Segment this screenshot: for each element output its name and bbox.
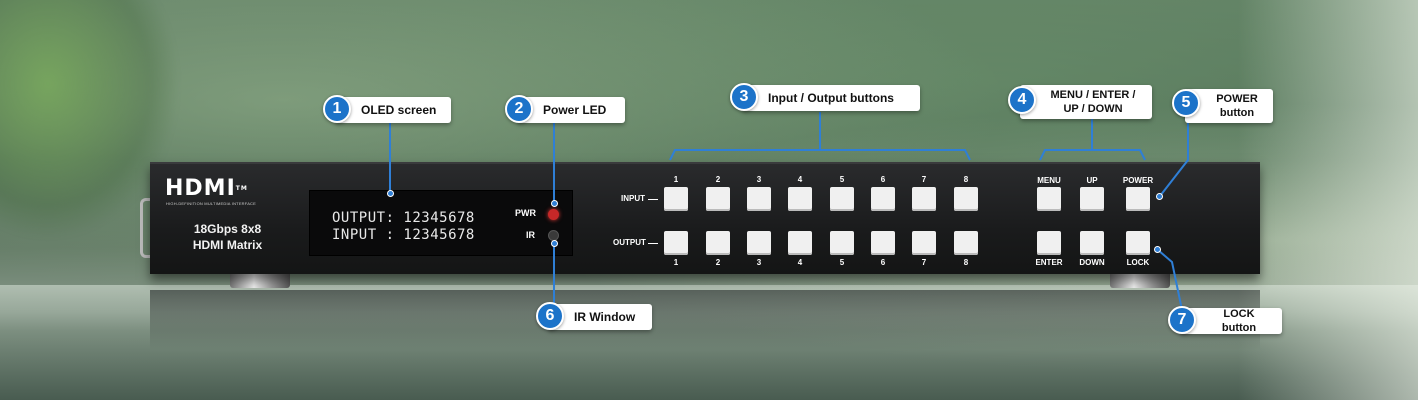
- window-light: [1238, 0, 1418, 400]
- input-number-7: 7: [921, 175, 927, 184]
- callout-badge-6: 6: [536, 302, 564, 330]
- output-button-8[interactable]: [954, 231, 978, 255]
- output-button-7[interactable]: [912, 231, 936, 255]
- callout-io-buttons: Input / Output buttons: [742, 85, 920, 111]
- callout-badge-4: 4: [1008, 86, 1036, 114]
- input-number-1: 1: [673, 175, 679, 184]
- input-number-2: 2: [715, 175, 721, 184]
- input-number-3: 3: [756, 175, 762, 184]
- output-number-8: 8: [963, 258, 969, 267]
- input-number-4: 4: [797, 175, 803, 184]
- input-row-label: INPUT: [621, 194, 645, 203]
- model-name: 18Gbps 8x8 HDMI Matrix: [192, 222, 263, 252]
- enter-label: ENTER: [1035, 258, 1063, 267]
- lock-button[interactable]: [1126, 231, 1150, 255]
- oled-input-line: INPUT : 12345678: [332, 227, 475, 243]
- up-button[interactable]: [1080, 187, 1104, 211]
- lock-pointer-dot: [1154, 246, 1161, 253]
- callout-oled-screen: OLED screen: [335, 97, 451, 123]
- callout-power-led: Power LED: [517, 97, 625, 123]
- menu-button[interactable]: [1037, 187, 1061, 211]
- input-button-3[interactable]: [747, 187, 771, 211]
- oled-output-line: OUTPUT: 12345678: [332, 210, 475, 226]
- down-button[interactable]: [1080, 231, 1104, 255]
- input-button-8[interactable]: [954, 187, 978, 211]
- hdmi-matrix-device: HDMITM HIGH-DEFINITION MULTIMEDIA INTERF…: [150, 162, 1260, 274]
- oled-pointer-dot: [387, 190, 394, 197]
- output-number-6: 6: [880, 258, 886, 267]
- input-button-4[interactable]: [788, 187, 812, 211]
- output-row-label: OUTPUT: [613, 238, 646, 247]
- output-number-1: 1: [673, 258, 679, 267]
- output-number-5: 5: [839, 258, 845, 267]
- output-button-6[interactable]: [871, 231, 895, 255]
- power-label: POWER: [1122, 176, 1154, 185]
- output-number-4: 4: [797, 258, 803, 267]
- enter-button[interactable]: [1037, 231, 1061, 255]
- up-label: UP: [1086, 176, 1098, 185]
- oled-screen: OUTPUT: 12345678 INPUT : 12345678: [309, 190, 573, 256]
- callout-menu-enter: MENU / ENTER / UP / DOWN: [1020, 85, 1152, 119]
- callout-lock-button: LOCK button: [1180, 308, 1282, 334]
- callout-badge-3: 3: [730, 83, 758, 111]
- output-button-4[interactable]: [788, 231, 812, 255]
- input-number-5: 5: [839, 175, 845, 184]
- output-number-7: 7: [921, 258, 927, 267]
- pwr-label: PWR: [515, 208, 536, 218]
- led-pointer-dot: [551, 200, 558, 207]
- hdmi-logo: HDMITM: [165, 176, 248, 201]
- output-button-5[interactable]: [830, 231, 854, 255]
- menu-label: MENU: [1037, 176, 1061, 185]
- input-button-1[interactable]: [664, 187, 688, 211]
- power-button[interactable]: [1126, 187, 1150, 211]
- output-button-2[interactable]: [706, 231, 730, 255]
- output-button-1[interactable]: [664, 231, 688, 255]
- power-pointer-dot: [1156, 193, 1163, 200]
- callout-badge-2: 2: [505, 95, 533, 123]
- input-button-6[interactable]: [871, 187, 895, 211]
- callout-ir-window: IR Window: [548, 304, 652, 330]
- input-number-8: 8: [963, 175, 969, 184]
- power-led: [548, 209, 559, 220]
- output-number-2: 2: [715, 258, 721, 267]
- rack-handle: [140, 198, 154, 258]
- callout-badge-1: 1: [323, 95, 351, 123]
- output-row-dash: [648, 243, 658, 244]
- input-row-dash: [648, 199, 658, 200]
- callout-badge-7: 7: [1168, 306, 1196, 334]
- hdmi-tagline: HIGH-DEFINITION MULTIMEDIA INTERFACE: [166, 201, 257, 206]
- input-number-6: 6: [880, 175, 886, 184]
- ir-pointer-dot: [551, 240, 558, 247]
- input-button-5[interactable]: [830, 187, 854, 211]
- input-button-2[interactable]: [706, 187, 730, 211]
- ir-label: IR: [526, 230, 535, 240]
- down-label: DOWN: [1079, 258, 1105, 267]
- output-number-3: 3: [756, 258, 762, 267]
- output-button-3[interactable]: [747, 231, 771, 255]
- lock-label: LOCK: [1126, 258, 1150, 267]
- right-foot: [1110, 270, 1170, 288]
- left-foot: [230, 270, 290, 288]
- callout-badge-5: 5: [1172, 89, 1200, 117]
- device-reflection: [150, 290, 1260, 350]
- input-button-7[interactable]: [912, 187, 936, 211]
